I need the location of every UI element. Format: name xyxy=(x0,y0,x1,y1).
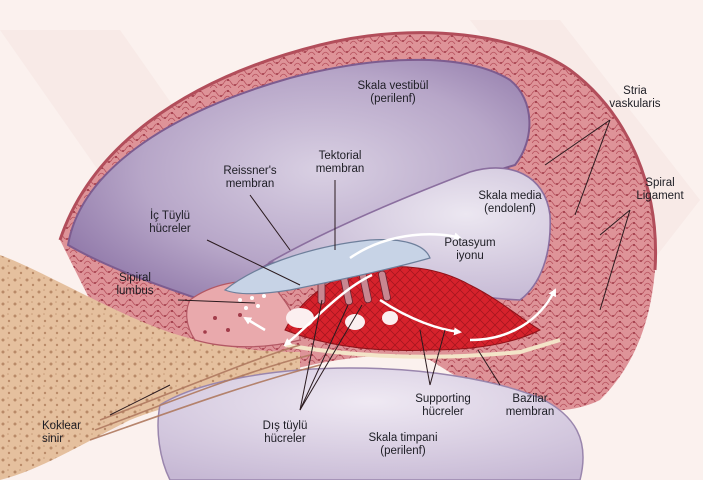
label-skala-vestibul: Skala vestibül (perilenf) xyxy=(338,80,448,106)
label-ic-tuylu-hucreler: İç Tüylü hücreler xyxy=(130,210,210,236)
label-stria-vaskularis: Stria vaskularis xyxy=(595,85,675,111)
label-bazilar-membran: Bazilar membran xyxy=(490,393,570,419)
label-tektorial-membran: Tektorial membran xyxy=(300,150,380,176)
label-spiral-ligament: Spiral Ligament xyxy=(620,177,700,203)
label-sipiral-lumbus: Sipiral lumbus xyxy=(100,272,170,298)
label-skala-media: Skala media (endolenf) xyxy=(460,190,560,216)
label-potasyum-iyonu: Potasyum iyonu xyxy=(430,237,510,263)
label-koklear-sinir: Koklear sinir xyxy=(42,420,112,446)
label-reissners-membran: Reissner's membran xyxy=(205,165,295,191)
label-skala-timpani: Skala timpani (perilenf) xyxy=(348,432,458,458)
label-dis-tuylu-hucreler: Dış tüylü hücreler xyxy=(245,420,325,446)
label-supporting-hucreler: Supporting hücreler xyxy=(398,393,488,419)
